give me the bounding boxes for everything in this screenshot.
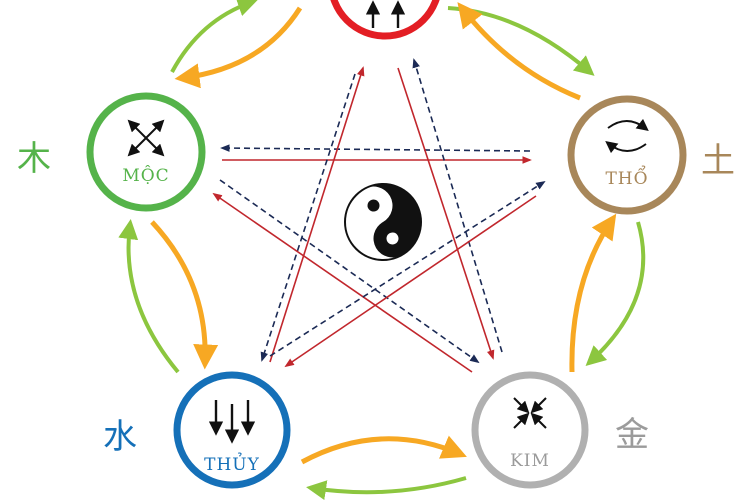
element-label-metal: KIM bbox=[510, 451, 550, 471]
element-wood: MỘC bbox=[86, 92, 206, 212]
han-character-earth: 土 bbox=[701, 141, 735, 181]
star-line-navy bbox=[220, 144, 531, 152]
element-metal: KIM bbox=[471, 371, 589, 489]
arrow-earth-to-fire bbox=[457, 2, 581, 101]
arrow-metal-to-earth bbox=[569, 213, 617, 373]
arrow-earth-to-metal bbox=[585, 221, 646, 367]
star-line-navy bbox=[269, 180, 546, 357]
element-label-earth: THỔ bbox=[605, 165, 648, 189]
arrow-wood-to-water bbox=[150, 220, 219, 370]
cycle-arrows-icon bbox=[605, 118, 649, 154]
star-line-navy bbox=[412, 58, 503, 353]
down-arrows-icon bbox=[208, 400, 256, 444]
arrow-water-to-metal bbox=[300, 435, 467, 465]
element-earth: THỔ bbox=[567, 95, 687, 215]
arrow-wood-to-fire bbox=[170, 0, 258, 73]
star-line-navy bbox=[219, 179, 480, 364]
element-fire bbox=[330, 0, 440, 40]
converging-arrows-icon bbox=[513, 397, 547, 429]
generating-arrows bbox=[118, 0, 646, 500]
yin-yang-icon bbox=[344, 183, 422, 261]
star-line-red bbox=[269, 66, 365, 363]
star-line-navy bbox=[260, 73, 356, 362]
arrow-water-to-wood bbox=[118, 219, 180, 374]
arrow-fire-to-wood bbox=[174, 6, 303, 89]
up-arrows-icon bbox=[365, 0, 406, 28]
element-label-water: THỦY bbox=[204, 452, 260, 475]
star-line-red bbox=[284, 195, 537, 368]
element-water: THỦY bbox=[173, 371, 291, 489]
star-line-red bbox=[397, 67, 495, 360]
han-character-metal: 金 bbox=[615, 415, 649, 455]
controlling-star bbox=[212, 58, 546, 373]
star-line-red bbox=[212, 192, 473, 373]
element-label-wood: MỘC bbox=[122, 166, 169, 186]
han-character-water: 水 bbox=[103, 417, 137, 457]
diverging-arrows-icon bbox=[127, 119, 165, 157]
arrow-metal-to-water bbox=[306, 476, 467, 500]
han-character-wood: 木 bbox=[17, 139, 51, 179]
